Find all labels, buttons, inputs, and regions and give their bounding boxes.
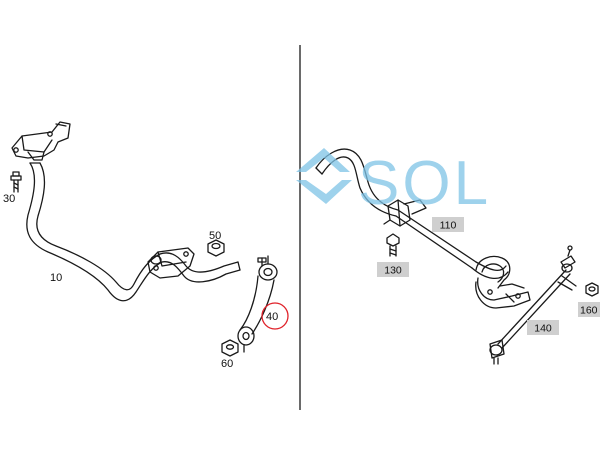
coupling-link-140 [489, 245, 577, 365]
label-110: 110 [440, 220, 457, 232]
tag-110: 110 [432, 217, 464, 232]
bolt-130-icon [386, 233, 400, 257]
label-60: 60 [221, 358, 233, 370]
label-10: 10 [50, 272, 62, 284]
right-panel [315, 148, 599, 365]
tag-130: 130 [377, 262, 409, 277]
watermark-text: SOL [358, 149, 491, 218]
highlight-circle-40 [261, 302, 289, 330]
label-30: 30 [3, 193, 15, 205]
coupling-rod-40 [237, 255, 278, 353]
stabilizer-bar-110 [395, 209, 509, 279]
lower-bracket [475, 255, 531, 309]
nut-60-icon [221, 339, 239, 357]
bar-bracket-left [11, 121, 71, 161]
label-160: 160 [580, 305, 598, 317]
label-40: 40 [266, 311, 278, 323]
bolt-30-icon [10, 171, 22, 193]
stabilizer-bar-10 [26, 162, 241, 302]
sol-watermark-logo: SOL [296, 148, 491, 218]
nut-50-icon [207, 239, 225, 257]
bar-bracket-right [147, 247, 195, 279]
left-panel [10, 121, 278, 357]
label-140: 140 [534, 323, 552, 335]
label-130: 130 [384, 265, 402, 277]
tag-160: 160 [578, 302, 600, 317]
bar-clamp [383, 199, 427, 227]
tag-140: 140 [527, 320, 559, 335]
nut-160-icon [585, 282, 599, 297]
label-50: 50 [209, 230, 221, 242]
